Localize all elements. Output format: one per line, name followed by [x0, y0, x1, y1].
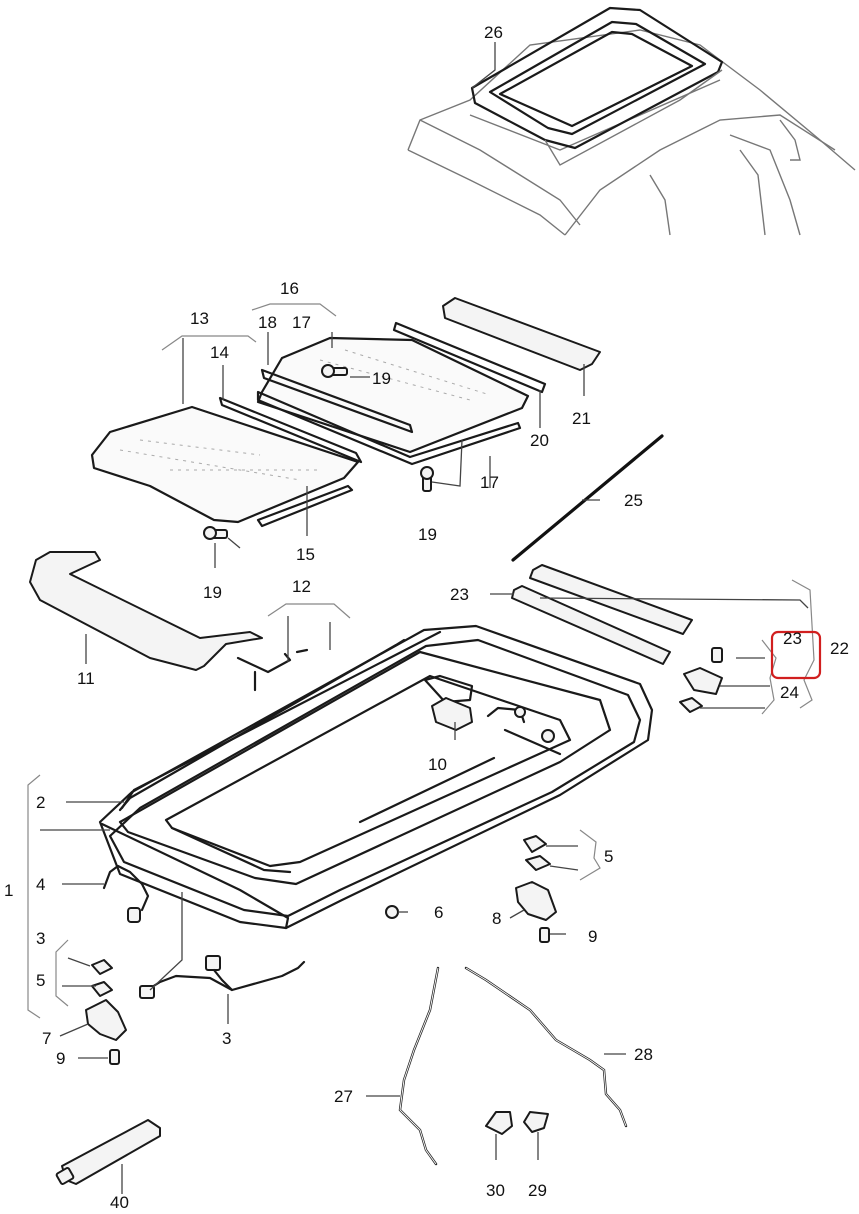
- callout-labels: 26 16 13 18 17 14 19 21 20 17 25 19 15 1…: [4, 23, 849, 1212]
- callout-5-left: 5: [36, 971, 45, 990]
- grommet-6: [385, 905, 399, 919]
- bolt-19-top: [321, 364, 348, 378]
- callout-6: 6: [434, 903, 443, 922]
- connector-4: [127, 907, 141, 923]
- callout-1: 1: [4, 881, 13, 900]
- callout-16: 16: [280, 279, 299, 298]
- clip-30: [485, 1111, 513, 1135]
- motor-10: [431, 697, 473, 731]
- callout-19-mid: 19: [418, 525, 437, 544]
- deflector-21: [442, 297, 601, 371]
- callout-19-left: 19: [203, 583, 222, 602]
- car-roof-sunroof-26: [407, 6, 856, 236]
- callout-19-top: 19: [372, 369, 391, 388]
- screw-9-right: [539, 927, 550, 943]
- pins-12: [236, 648, 309, 692]
- callout-15: 15: [296, 545, 315, 564]
- wind-deflector-11: [29, 551, 263, 671]
- callout-40: 40: [110, 1193, 129, 1212]
- clips-24: [679, 647, 723, 713]
- callout-3-left: 3: [36, 929, 45, 948]
- callout-9-left: 9: [56, 1049, 65, 1068]
- cable-3: [142, 960, 306, 994]
- callout-10: 10: [428, 755, 447, 774]
- seal-20: [392, 321, 547, 394]
- clip-29: [523, 1111, 549, 1133]
- sunroof-frame-1: [98, 624, 654, 930]
- bracket-7: [85, 959, 127, 1041]
- seal-line-10a: [118, 638, 406, 812]
- callout-23-box: 23: [783, 629, 802, 648]
- cable-4: [102, 864, 150, 912]
- rail-23-lower: [511, 585, 671, 665]
- callout-28: 28: [634, 1045, 653, 1064]
- callout-26: 26: [484, 23, 503, 42]
- callout-24: 24: [780, 683, 799, 702]
- callout-17-top: 17: [292, 313, 311, 332]
- callout-3-bottom: 3: [222, 1029, 231, 1048]
- highlight-box: [770, 630, 822, 680]
- callout-18: 18: [258, 313, 277, 332]
- strip-15: [256, 484, 354, 528]
- callout-7: 7: [42, 1029, 51, 1048]
- bolt-19-left: [203, 526, 228, 540]
- callout-13: 13: [190, 309, 209, 328]
- connector-3b: [205, 955, 221, 971]
- glass-panel-13: [90, 405, 360, 524]
- callout-17-bottom: 17: [480, 473, 499, 492]
- callout-23-left: 23: [450, 585, 469, 604]
- callout-20: 20: [530, 431, 549, 450]
- callout-11: 11: [77, 669, 95, 688]
- seal-18: [260, 368, 414, 434]
- callout-30: 30: [486, 1181, 505, 1200]
- callout-9-right: 9: [588, 927, 597, 946]
- drain-hose-27: [398, 966, 440, 1166]
- callout-25: 25: [624, 491, 643, 510]
- leader-lines: [27, 42, 815, 1194]
- seal-17-lower: [256, 390, 522, 466]
- callout-12: 12: [292, 577, 311, 596]
- callout-5-right: 5: [604, 847, 613, 866]
- callout-4: 4: [36, 875, 45, 894]
- callout-29: 29: [528, 1181, 547, 1200]
- callout-27: 27: [334, 1087, 353, 1106]
- bolt-19-mid: [420, 466, 434, 492]
- callout-21: 21: [572, 409, 591, 428]
- glass-panel-17: [256, 336, 530, 454]
- callout-14: 14: [210, 343, 229, 362]
- rail-23-upper: [529, 564, 693, 635]
- seal-14: [218, 396, 363, 464]
- screw-9-left: [109, 1049, 120, 1065]
- motor-connector: [486, 706, 562, 756]
- callout-22: 22: [830, 639, 849, 658]
- drain-hose-28: [464, 966, 628, 1128]
- grease-tube-cap: [55, 1167, 75, 1185]
- callout-8: 8: [492, 909, 501, 928]
- cable-25: [511, 434, 664, 562]
- bracket-8: [515, 835, 557, 921]
- grease-tube-40: [61, 1119, 161, 1185]
- callout-2: 2: [36, 793, 45, 812]
